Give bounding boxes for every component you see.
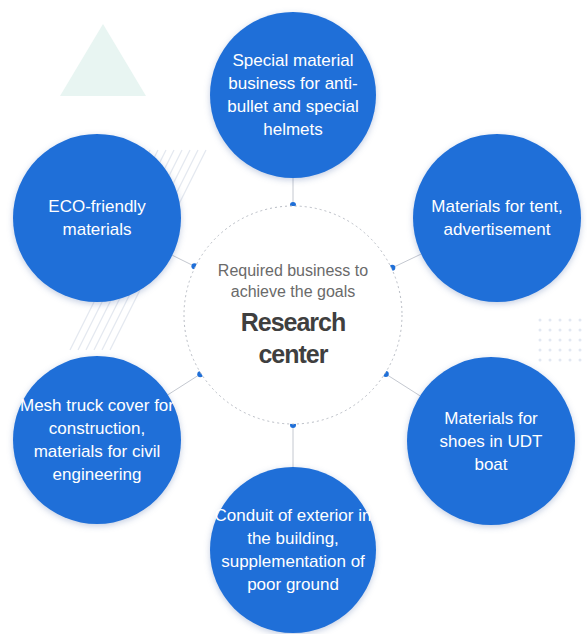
connector-line [392, 254, 421, 268]
topic-text: Special material business for anti-bulle… [219, 49, 367, 141]
topic-text: Materials for tent, advertisement [422, 195, 572, 241]
topic-circle: ECO-friendly materials [13, 134, 181, 302]
topic-text: Conduit of exterior in the building, sup… [213, 504, 373, 596]
blue-circle [13, 356, 181, 524]
connector [389, 254, 421, 271]
connector [290, 422, 296, 467]
topic-circle: Mesh truck cover for construction, mater… [13, 356, 181, 524]
connector [172, 255, 197, 269]
connector [383, 371, 420, 396]
connector [168, 371, 203, 395]
hub-circle [184, 206, 402, 424]
blue-circle [413, 134, 581, 302]
blue-circle-shape [210, 467, 376, 633]
topic-text: Materials for shoes in UDT boat [421, 407, 561, 476]
blue-circle [210, 467, 376, 633]
topic-circle: Materials for shoes in UDT boat [407, 357, 575, 525]
connector [290, 178, 296, 208]
blue-circle-shape [13, 356, 181, 524]
hub-subtitle: Required business to achieve the goals [208, 260, 378, 302]
connector-line [293, 425, 294, 467]
connector-line [293, 178, 294, 205]
blue-circle [13, 134, 181, 302]
topic-circle: Materials for tent, advertisement [413, 134, 581, 302]
topic-circle: Conduit of exterior in the building, sup… [210, 467, 376, 633]
hub-title: Research center [208, 306, 378, 370]
deco-dots [539, 319, 582, 362]
blue-circle-shape [210, 12, 376, 178]
deco-triangle [60, 24, 146, 96]
blue-circle [407, 357, 575, 525]
topic-text: ECO-friendly materials [27, 195, 167, 241]
connector-line [172, 255, 194, 266]
blue-circle-shape [413, 134, 581, 302]
topic-text: Mesh truck cover for construction, mater… [17, 394, 177, 486]
blue-circle [210, 12, 376, 178]
topic-circle: Special material business for anti-bulle… [210, 12, 376, 178]
connector-line [386, 374, 420, 396]
blue-circle-shape [13, 134, 181, 302]
connector-line [168, 374, 200, 395]
hub-node: Required business to achieve the goalsRe… [183, 205, 403, 425]
